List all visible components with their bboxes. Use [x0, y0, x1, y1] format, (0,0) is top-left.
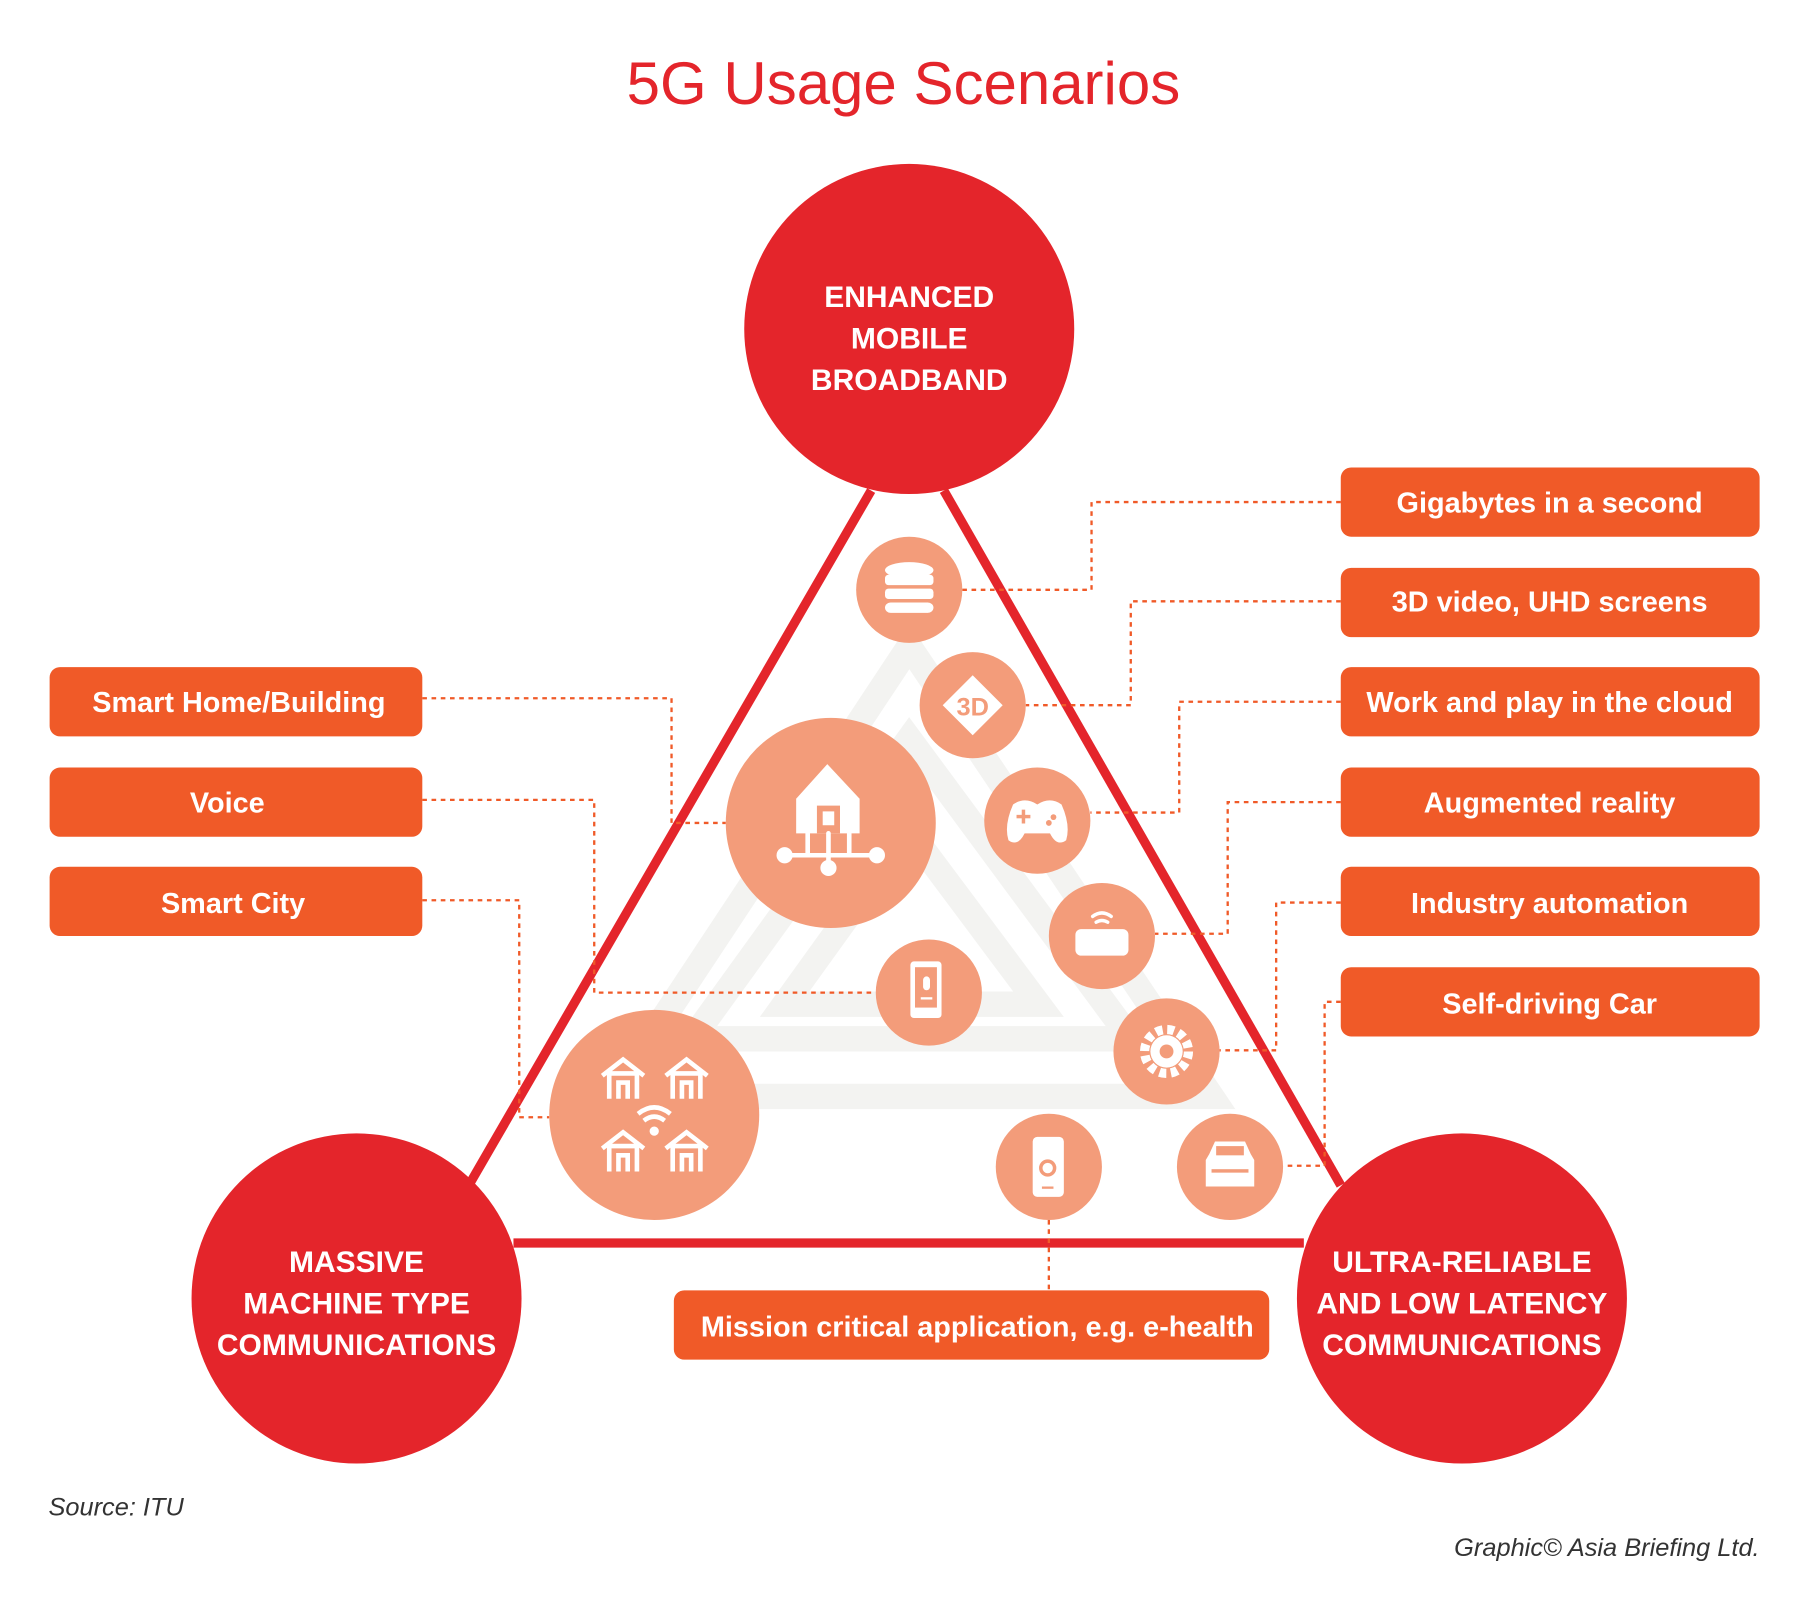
label-text: Self-driving Car [1442, 988, 1657, 1020]
hub-text: COMMUNICATIONS [217, 1329, 496, 1362]
hub-urllc: ULTRA-RELIABLE AND LOW LATENCY COMMUNICA… [1296, 1133, 1627, 1464]
label-industry: Industry automation [1340, 866, 1760, 937]
label-text: Work and play in the cloud [1366, 687, 1732, 719]
label-text: 3D video, UHD screens [1392, 587, 1708, 619]
label-text: Smart City [161, 888, 305, 920]
hub-text: ULTRA-RELIABLE [1332, 1246, 1591, 1279]
smart-home-icon [725, 717, 936, 928]
vr-headset-icon [1048, 882, 1155, 990]
hub-embb: ENHANCED MOBILE BROADBAND [744, 163, 1075, 494]
label-gigabytes: Gigabytes in a second [1340, 467, 1760, 537]
3d-icon-text: 3D [956, 694, 988, 722]
hub-text: MOBILE [851, 323, 968, 356]
label-text: Voice [190, 788, 265, 820]
label-ar: Augmented reality [1340, 767, 1760, 837]
label-3d-video: 3D video, UHD screens [1340, 567, 1760, 638]
gear-icon [1113, 998, 1220, 1105]
gamepad-icon [984, 767, 1091, 874]
page-title: 5G Usage Scenarios [627, 50, 1181, 117]
source-note: Source: ITU [48, 1493, 184, 1521]
label-text: Augmented reality [1424, 788, 1676, 820]
hub-text: COMMUNICATIONS [1322, 1329, 1601, 1362]
hub-text: MACHINE TYPE [243, 1287, 470, 1320]
voice-phone-icon [875, 939, 982, 1046]
hub-text: ENHANCED [824, 281, 994, 314]
label-text: Mission critical application, e.g. e-hea… [701, 1312, 1254, 1344]
label-text: Smart Home/Building [92, 687, 385, 719]
left-labels: Smart Home/Building Voice Smart City [49, 667, 423, 937]
label-voice: Voice [49, 767, 423, 837]
label-car: Self-driving Car [1340, 967, 1760, 1037]
label-mission-critical: Mission critical application, e.g. e-hea… [673, 1290, 1270, 1360]
hub-text: MASSIVE [289, 1246, 424, 1279]
triangle-frame [466, 488, 1345, 1248]
label-cloud: Work and play in the cloud [1340, 667, 1760, 737]
hub-text: BROADBAND [811, 364, 1008, 397]
right-labels: Gigabytes in a second 3D video, UHD scre… [1340, 467, 1760, 1037]
car-icon [1176, 1113, 1284, 1220]
database-icon [856, 536, 963, 643]
3d-icon: 3D [919, 652, 1026, 759]
hub-mmtc: MASSIVE MACHINE TYPE COMMUNICATIONS [191, 1133, 522, 1464]
label-text: Gigabytes in a second [1397, 487, 1703, 519]
label-text: Industry automation [1411, 888, 1688, 920]
credit-note: Graphic© Asia Briefing Ltd. [1454, 1534, 1759, 1562]
ehealth-phone-icon [995, 1113, 1102, 1220]
label-smart-home: Smart Home/Building [49, 667, 423, 737]
hub-text: AND LOW LATENCY [1316, 1287, 1607, 1320]
smart-city-icon [549, 1009, 760, 1220]
label-smart-city: Smart City [49, 866, 423, 937]
